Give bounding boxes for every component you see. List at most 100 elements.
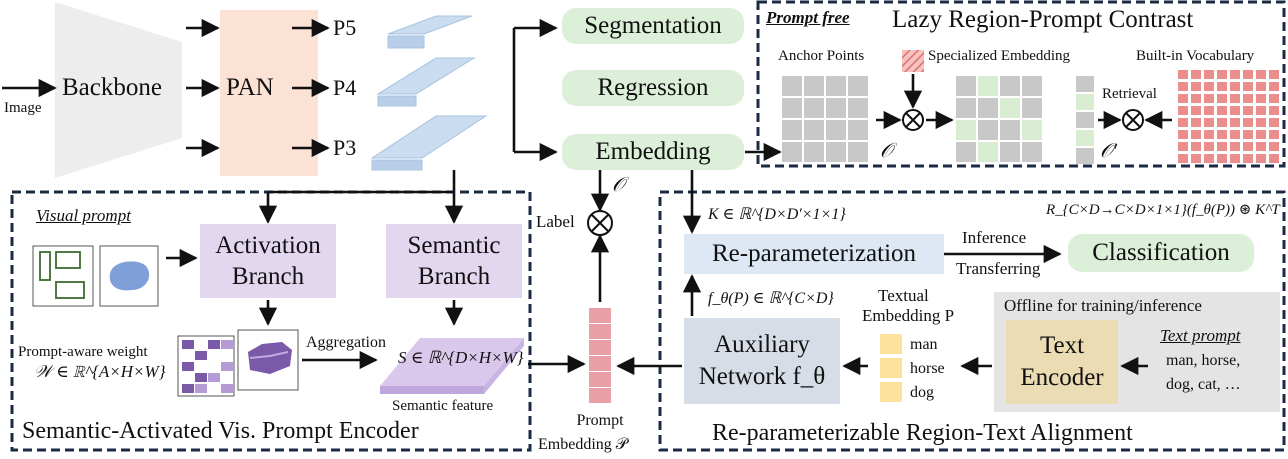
lazy-region-frame [756,0,1286,168]
vocab-cell [1191,118,1201,127]
classification-box: Classification [1068,234,1254,272]
anchor-cell [804,120,824,140]
vocab-cell [1178,142,1188,151]
weight-cell [221,384,233,393]
vocab-cell [1217,82,1227,91]
otimes-1 [902,109,924,131]
weight-cell [208,373,220,382]
result-cell [956,76,976,96]
level-p4: P4 [333,75,357,100]
result-cell [1000,76,1020,96]
vocab-cell [1230,130,1240,139]
vocab-cell [1230,70,1240,79]
embedding-head: Embedding [562,134,744,170]
vocab-cell [1269,142,1279,151]
vocab-cell [1230,82,1240,91]
svp-title: Semantic-Activated Vis. Prompt Encoder [22,418,419,444]
result-cell [1022,98,1042,118]
vocab-cell [1217,154,1227,163]
vocab-cell [1191,106,1201,115]
specialized-embedding-chip [902,50,924,72]
vocab-cell [1178,70,1188,79]
vocab-cell [1269,118,1279,127]
auxiliary-line1: Auxiliary [714,330,810,358]
column-cell [1076,148,1094,164]
vocab-cell [1204,106,1214,115]
vocab-cell [1191,130,1201,139]
word-man: man [910,336,938,353]
weight-cell [208,340,220,349]
vocab-cell [1191,154,1201,163]
vocab-cell [1243,142,1253,151]
r-formula: R_{C×D→C×D×1×1}(f_θ(P)) ⊛ K^T [1046,202,1280,218]
activation-branch-line1: Activation [215,231,321,259]
anchor-cell [848,142,868,162]
vocab-cell [1243,94,1253,103]
result-cell [956,142,976,162]
anchor-cell [804,98,824,118]
anchor-cell [782,142,802,162]
result-cell [978,98,998,118]
semantic-branch-line2: Branch [417,263,491,290]
vocab-cell [1269,154,1279,163]
result-cell [956,120,976,140]
level-p3: P3 [333,135,357,160]
regression-head: Regression [562,70,744,106]
anchor-cell [782,120,802,140]
weight-cell [221,340,233,349]
weight-cell [195,384,207,393]
activation-branch: Activation Branch [200,224,336,298]
vocab-cell [1178,154,1188,163]
vocab-cell [1269,106,1279,115]
rep-frame [658,190,1286,452]
prompt-cell [589,356,611,371]
vocab-cell [1178,94,1188,103]
vocab-cell [1217,118,1227,127]
anchor-cell [848,76,868,96]
text-encoder-bg [1006,320,1118,404]
anchor-cell [782,98,802,118]
vocab-cell [1256,70,1266,79]
vocab-cell [1243,82,1253,91]
backbone-block [55,2,182,178]
result-cell [1000,142,1020,162]
prompt-cell [589,372,611,387]
vocab-cell [1256,118,1266,127]
semantic-feature-slab [380,338,524,394]
visual-prompt-boxes [32,245,94,307]
lazy-region-title: Lazy Region-Prompt Contrast [892,6,1194,33]
weight-cell [182,362,194,371]
vocab-cell [1256,106,1266,115]
offline-label: Offline for training/inference [1004,296,1202,315]
vocab-cell [1256,130,1266,139]
anchor-points-label: Anchor Points [778,48,865,64]
vocab-cell [1191,142,1201,151]
reparameterization-bg [684,234,944,274]
vocab-cell [1256,94,1266,103]
textual-embedding-label2: Embedding P [862,306,955,325]
result-cell [1022,76,1042,96]
rep-title: Re-parameterizable Region-Text Alignment [712,420,1133,446]
embedding-column [1076,76,1094,164]
vocab-cell [1230,118,1240,127]
vocab-cell [1269,94,1279,103]
prompt-cell [589,308,611,323]
k-formula: K ∈ ℝ^{D×D′×1×1} [708,206,846,223]
weight-formula: 𝒲 ∈ ℝ^{A×H×W} [34,362,166,381]
vocab-cell [1204,142,1214,151]
vocab-cell [1191,94,1201,103]
vocab-cell [1256,82,1266,91]
level-p5: P5 [333,15,357,40]
column-cell [1076,94,1094,110]
result-cell [978,142,998,162]
anchor-cell [804,142,824,162]
visual-prompt-mask [99,245,159,307]
auxiliary-network: Auxiliary Network f_θ [684,318,840,404]
vocab-cell [1243,130,1253,139]
prompt-free-tag: Prompt free [766,8,850,27]
weight-cell [221,362,233,371]
prompt-cell [589,324,611,339]
weight-cell [195,351,207,360]
